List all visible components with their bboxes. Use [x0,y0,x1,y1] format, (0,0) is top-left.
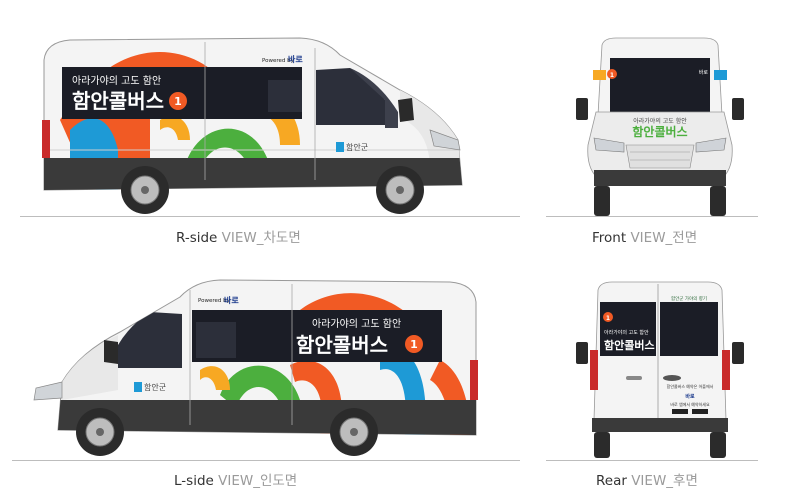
l-brand: 바로 [224,295,239,305]
l-side-van-illustration: 아라가야의 고도 함안 함안콜버스 1 Powered by 바로 함안군 [33,279,478,456]
r-number-badge [169,92,187,110]
hamangun-logo-icon [336,142,344,152]
l-number-badge [405,335,423,353]
front-number: 1 [610,72,614,79]
r-bus-name: 함안콜버스 [72,89,164,113]
front-name: Front [592,230,627,246]
r-side-van-illustration: 아라가야의 고도 함안 함안콜버스 1 Powered by 바로 함안군 [42,37,463,214]
r-brand: 바로 [288,54,303,64]
rear-badge: 함안군 가야의 향기 [671,295,707,302]
r-powered-by: Powered by [262,58,295,64]
front-view-label: VIEW_전면 [626,230,698,246]
l-hamangun-logo-icon [134,382,142,392]
l-logo-text: 함안군 [144,382,166,392]
r-tagline: 아라가야의 고도 함안 [72,75,161,87]
l-side-view-label: VIEW_인도면 [213,473,298,489]
rear-view: 1 아라가야의 고도 함안 함안콜버스 함안군 가야의 향기 함안콜버스 예약은… [560,270,760,470]
rear-view-label: VIEW_후면 [626,473,698,489]
front-caption: Front VIEW_전면 [592,226,697,246]
l-number: 1 [410,338,418,351]
front-view: 1 바로 아라가야의 고도 함안 함안콜버스 [560,0,760,250]
l-side-view: 아라가야의 고도 함안 함안콜버스 1 Powered by 바로 함안군 [0,270,520,470]
front-van-illustration: 1 바로 아라가야의 고도 함안 함안콜버스 [576,37,744,216]
front-brand: 바로 [699,69,709,76]
front-tagline: 아라가야의 고도 함안 [633,117,687,125]
rear-info-2: 바로 앱에서 예약하세요 [670,401,710,407]
google-play-badge-icon [692,409,708,414]
rear-bus-name: 함안콜버스 [604,338,655,352]
l-side-name: L-side [174,473,214,489]
rear-info-1: 함안콜버스 예약은 어플에서 [667,383,714,389]
front-ground-line [546,216,758,217]
l-powered-by: Powered by [198,298,231,304]
r-side-caption: R-side VIEW_차도면 [176,226,301,246]
r-logo-text: 함안군 [346,142,368,152]
rear-number: 1 [606,315,610,322]
r-side-view: 아라가야의 고도 함안 함안콜버스 1 Powered by 바로 함안군 [0,0,520,250]
rear-tagline: 아라가야의 고도 함안 [604,329,649,336]
rear-van-illustration: 1 아라가야의 고도 함안 함안콜버스 함안군 가야의 향기 함안콜버스 예약은… [576,281,744,458]
l-bus-name: 함안콜버스 [296,333,388,357]
r-number: 1 [174,95,182,108]
l-tagline: 아라가야의 고도 함안 [312,318,401,330]
rear-caption: Rear VIEW_후면 [596,469,698,489]
rear-name: Rear [596,473,627,489]
r-side-ground-line [20,216,520,217]
rear-ground-line [546,460,758,461]
r-side-name: R-side [176,230,218,246]
r-side-view-label: VIEW_차도면 [217,230,301,246]
app-store-badge-icon [672,409,688,414]
rear-brand: 바로 [685,393,695,400]
l-side-ground-line [12,460,520,461]
front-bus-name: 함안콜버스 [632,124,687,139]
l-side-caption: L-side VIEW_인도면 [174,469,297,489]
